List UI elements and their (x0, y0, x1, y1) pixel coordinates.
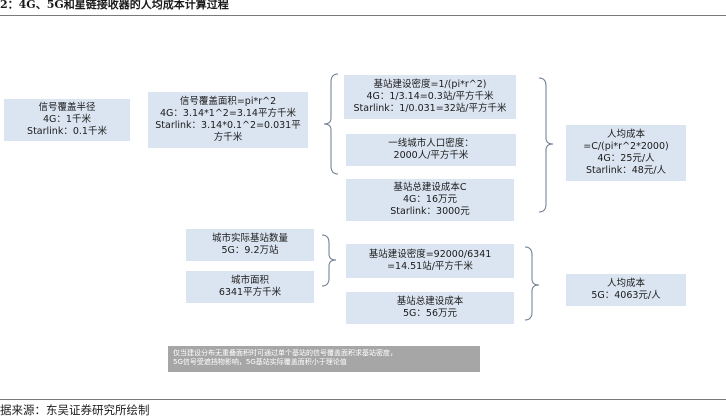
box-line: Starlink：48元/人 (585, 165, 667, 176)
box-line: 人均成本 (606, 129, 645, 140)
box-line: 人均成本 (606, 278, 645, 289)
city-area-box: 城市面积 6341平方千米 (186, 271, 314, 303)
box-line: 基站建设密度=92000/6341 (368, 249, 492, 260)
footnote-box: 仅当建设分布无重叠面积时可通过单个基站的信号覆盖面积求基站密度， 5G信号受遮挡… (168, 346, 480, 372)
box-line: 信号覆盖面积=pi*r^2 (179, 96, 277, 107)
box-line: 信号覆盖半径 (38, 102, 96, 113)
box-line: Starlink：0.1千米 (27, 126, 107, 137)
box-line: 城市面积 (230, 275, 269, 286)
box-line: Starlink：3000元 (390, 206, 470, 217)
box-line: 5G：9.2万站 (221, 245, 279, 256)
per-capita-cost-5g-box: 人均成本 5G：4063元/人 (566, 274, 686, 306)
box-line: =14.51站/平方千米 (387, 261, 473, 272)
note-line: 5G信号受遮挡物影响，5G基站实际覆盖面积小于理论值 (173, 358, 347, 366)
box-line: Starlink：3.14*0.1^2=0.031平方千米 (155, 120, 301, 143)
right-brace-4g (538, 77, 554, 213)
left-brace-5g (321, 234, 337, 287)
coverage-radius-box: 信号覆盖半径 4G：1千米 Starlink：0.1千米 (4, 99, 130, 141)
box-line: Starlink：1/0.031=32站/平方千米 (353, 103, 507, 114)
coverage-area-box: 信号覆盖面积=pi*r^2 4G：3.14*1^2=3.14平方千米 Starl… (148, 92, 308, 148)
total-cost-box: 基站总建设成本C 4G：16万元 Starlink：3000元 (346, 179, 514, 221)
box-line: =C/(pi*r^2*2000) (583, 141, 669, 152)
bottom-divider (0, 399, 726, 400)
box-line: 4G：1/3.14=0.3站/平方千米 (366, 91, 494, 102)
box-line: 4G：1千米 (43, 114, 91, 125)
box-line: 5G：56万元 (403, 308, 457, 319)
box-line: 4G：16万元 (403, 194, 457, 205)
box-line: 4G：3.14*1^2=3.14平方千米 (160, 108, 296, 119)
box-line: 基站总建设成本C (393, 182, 467, 193)
source-caption: 据来源：东吴证券研究所绘制 (0, 403, 150, 417)
box-line: 2000人/平方千米 (393, 150, 469, 161)
actual-stations-box: 城市实际基站数量 5G：9.2万站 (186, 229, 314, 261)
left-brace-4g (323, 73, 339, 175)
note-line: 仅当建设分布无重叠面积时可通过单个基站的信号覆盖面积求基站密度， (173, 349, 397, 357)
right-brace-5g (524, 246, 540, 321)
station-density-5g-box: 基站建设密度=92000/6341 =14.51站/平方千米 (346, 244, 514, 278)
box-line: 5G：4063元/人 (591, 290, 661, 301)
box-line: 基站建设密度=1/(pi*r^2) (373, 79, 487, 90)
box-line: 6341平方千米 (218, 287, 282, 298)
total-cost-5g-box: 基站总建设成本 5G：56万元 (346, 292, 514, 324)
box-line: 基站总建设成本 (396, 296, 464, 307)
figure-title: 2：4G、5G和星链接收器的人均成本计算过程 (0, 0, 229, 11)
title-divider (0, 15, 726, 16)
station-density-box: 基站建设密度=1/(pi*r^2) 4G：1/3.14=0.3站/平方千米 St… (344, 75, 516, 119)
box-line: 城市实际基站数量 (211, 233, 288, 244)
per-capita-cost-box: 人均成本 =C/(pi*r^2*2000) 4G：25元/人 Starlink：… (566, 125, 686, 181)
population-density-box: 一线城市人口密度： 2000人/平方千米 (346, 134, 516, 166)
box-line: 4G：25元/人 (597, 153, 655, 164)
box-line: 一线城市人口密度： (388, 138, 474, 149)
